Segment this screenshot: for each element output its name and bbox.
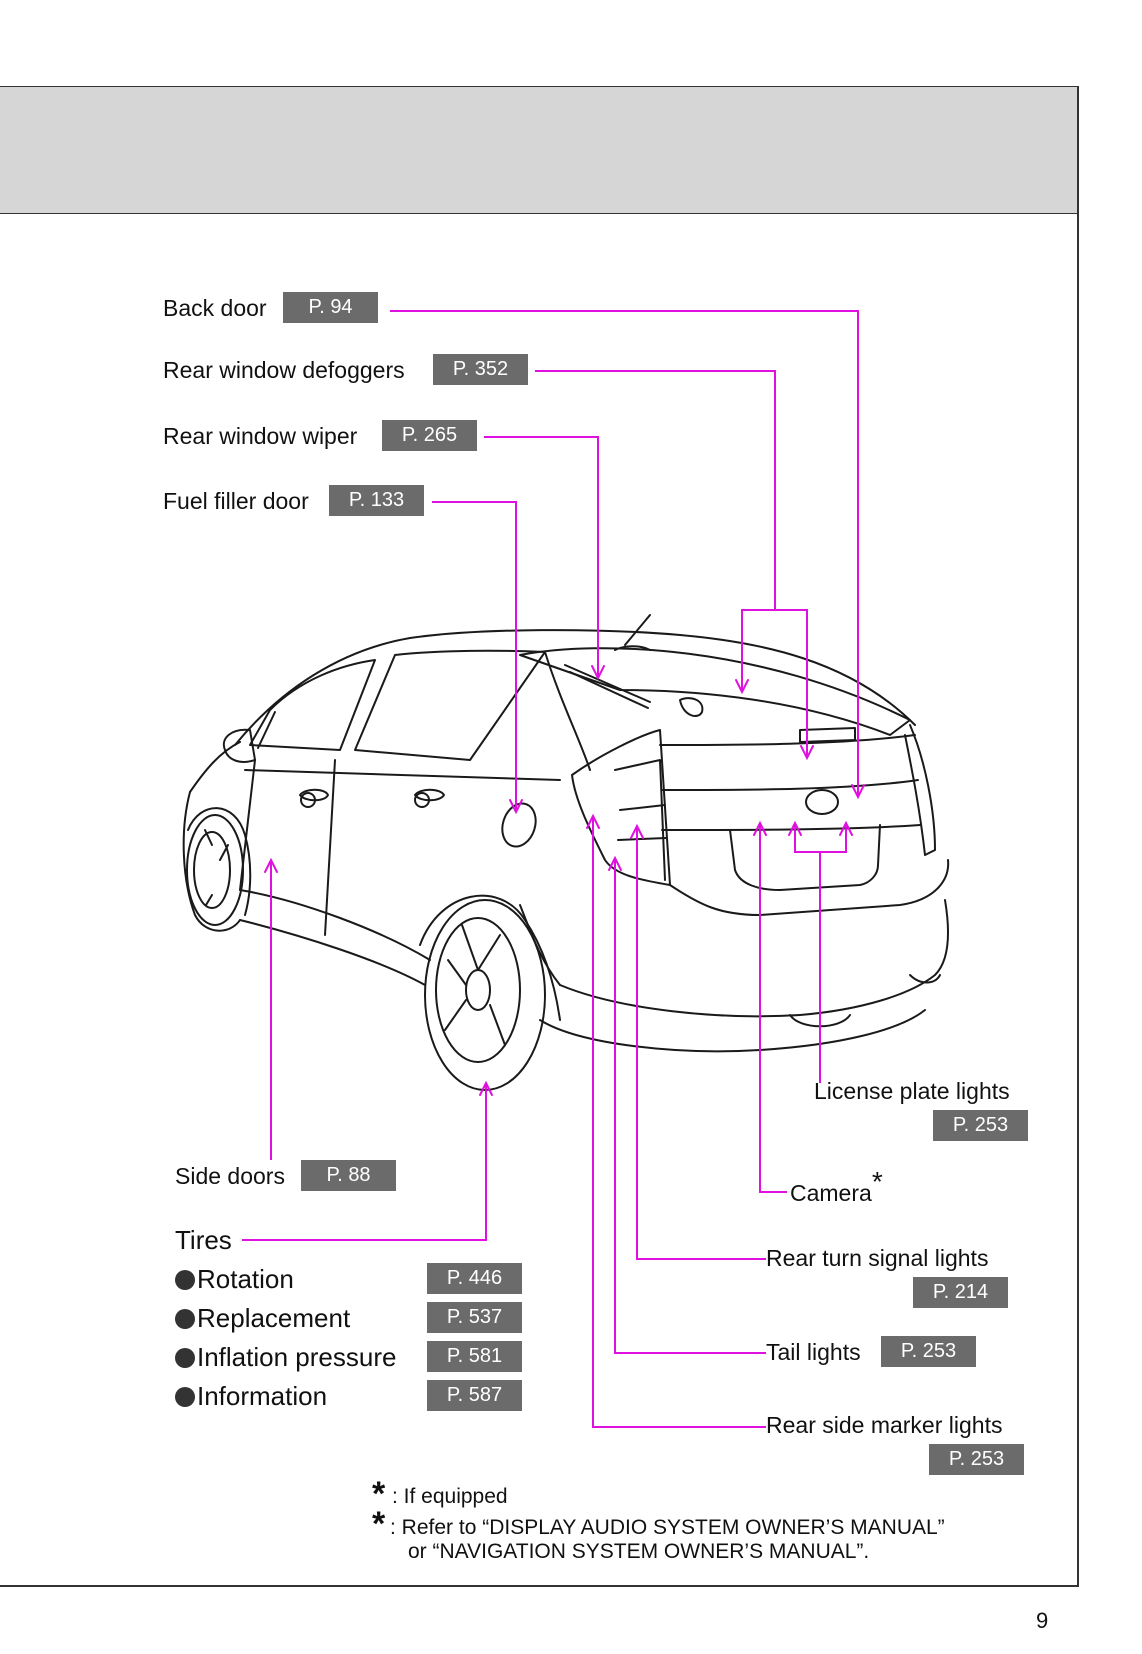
tires-item-label: Inflation pressure	[197, 1342, 397, 1372]
tires-item-label: Replacement	[197, 1303, 351, 1333]
back-door-page-ref[interactable]: P. 94	[283, 292, 378, 323]
footnote-owners-manual-line-2: or “NAVIGATION SYSTEM OWNER’S MANUAL”.	[408, 1540, 870, 1564]
footnote-if-equipped: : If equipped	[392, 1485, 508, 1508]
rear-window-defoggers-label: Rear window defoggers	[163, 357, 405, 383]
tires-item-label: Information	[197, 1381, 328, 1411]
license-plate-lights-label: License plate lights	[814, 1078, 1010, 1104]
license-plate-lights-page-ref[interactable]: P. 253	[933, 1110, 1028, 1141]
tires-rotation-page-ref[interactable]: P. 446	[427, 1263, 522, 1294]
tires-title: Tires	[175, 1225, 232, 1255]
fuel-filler-door-page-ref[interactable]: P. 133	[329, 485, 424, 516]
tires-item-label: Rotation	[197, 1264, 294, 1294]
side-doors-page-ref[interactable]: P. 88	[301, 1160, 396, 1191]
rear-window-defoggers-page-ref[interactable]: P. 352	[433, 354, 528, 385]
rear-turn-signal-lights-page-ref[interactable]: P. 214	[913, 1277, 1008, 1308]
camera-label-text: Camera	[790, 1180, 872, 1206]
frame-bottom-border	[0, 1585, 1079, 1587]
tires-replacement-page-ref[interactable]: P. 537	[427, 1302, 522, 1333]
camera-label: Camera*	[790, 1168, 883, 1206]
footnote-owners-manual-line-1: : Refer to “DISPLAY AUDIO SYSTEM OWNER’S…	[390, 1516, 945, 1539]
footnote-1-mark: *	[372, 1475, 386, 1513]
bullet-icon	[175, 1270, 195, 1290]
page-number: 9	[1036, 1608, 1049, 1633]
back-door-label: Back door	[163, 295, 267, 321]
tires-item-inflation-pressure: Inflation pressure	[175, 1344, 396, 1370]
rear-side-marker-lights-page-ref[interactable]: P. 253	[929, 1444, 1024, 1475]
tires-item-replacement: Replacement	[175, 1305, 350, 1331]
bullet-icon	[175, 1309, 195, 1329]
rear-side-marker-lights-label: Rear side marker lights	[766, 1412, 1003, 1438]
tail-lights-page-ref[interactable]: P. 253	[881, 1336, 976, 1367]
footnote-2-mark: *	[372, 1505, 386, 1543]
rear-window-wiper-page-ref[interactable]: P. 265	[382, 420, 477, 451]
bullet-icon	[175, 1348, 195, 1368]
tires-information-page-ref[interactable]: P. 587	[427, 1380, 522, 1411]
tires-item-information: Information	[175, 1383, 327, 1409]
if-equipped-mark: *	[871, 1166, 883, 1197]
tires-item-rotation: Rotation	[175, 1266, 294, 1292]
side-doors-label: Side doors	[175, 1163, 285, 1189]
rear-turn-signal-lights-label: Rear turn signal lights	[766, 1245, 989, 1271]
tail-lights-label: Tail lights	[766, 1339, 861, 1365]
section-header-band	[0, 86, 1079, 214]
rear-window-wiper-label: Rear window wiper	[163, 423, 358, 449]
frame-right-border	[1077, 86, 1079, 1586]
fuel-filler-door-label: Fuel filler door	[163, 488, 309, 514]
tires-inflation-pressure-page-ref[interactable]: P. 581	[427, 1341, 522, 1372]
bullet-icon	[175, 1387, 195, 1407]
footnote-owners-manual: : Refer to “DISPLAY AUDIO SYSTEM OWNER’S…	[390, 1516, 945, 1564]
